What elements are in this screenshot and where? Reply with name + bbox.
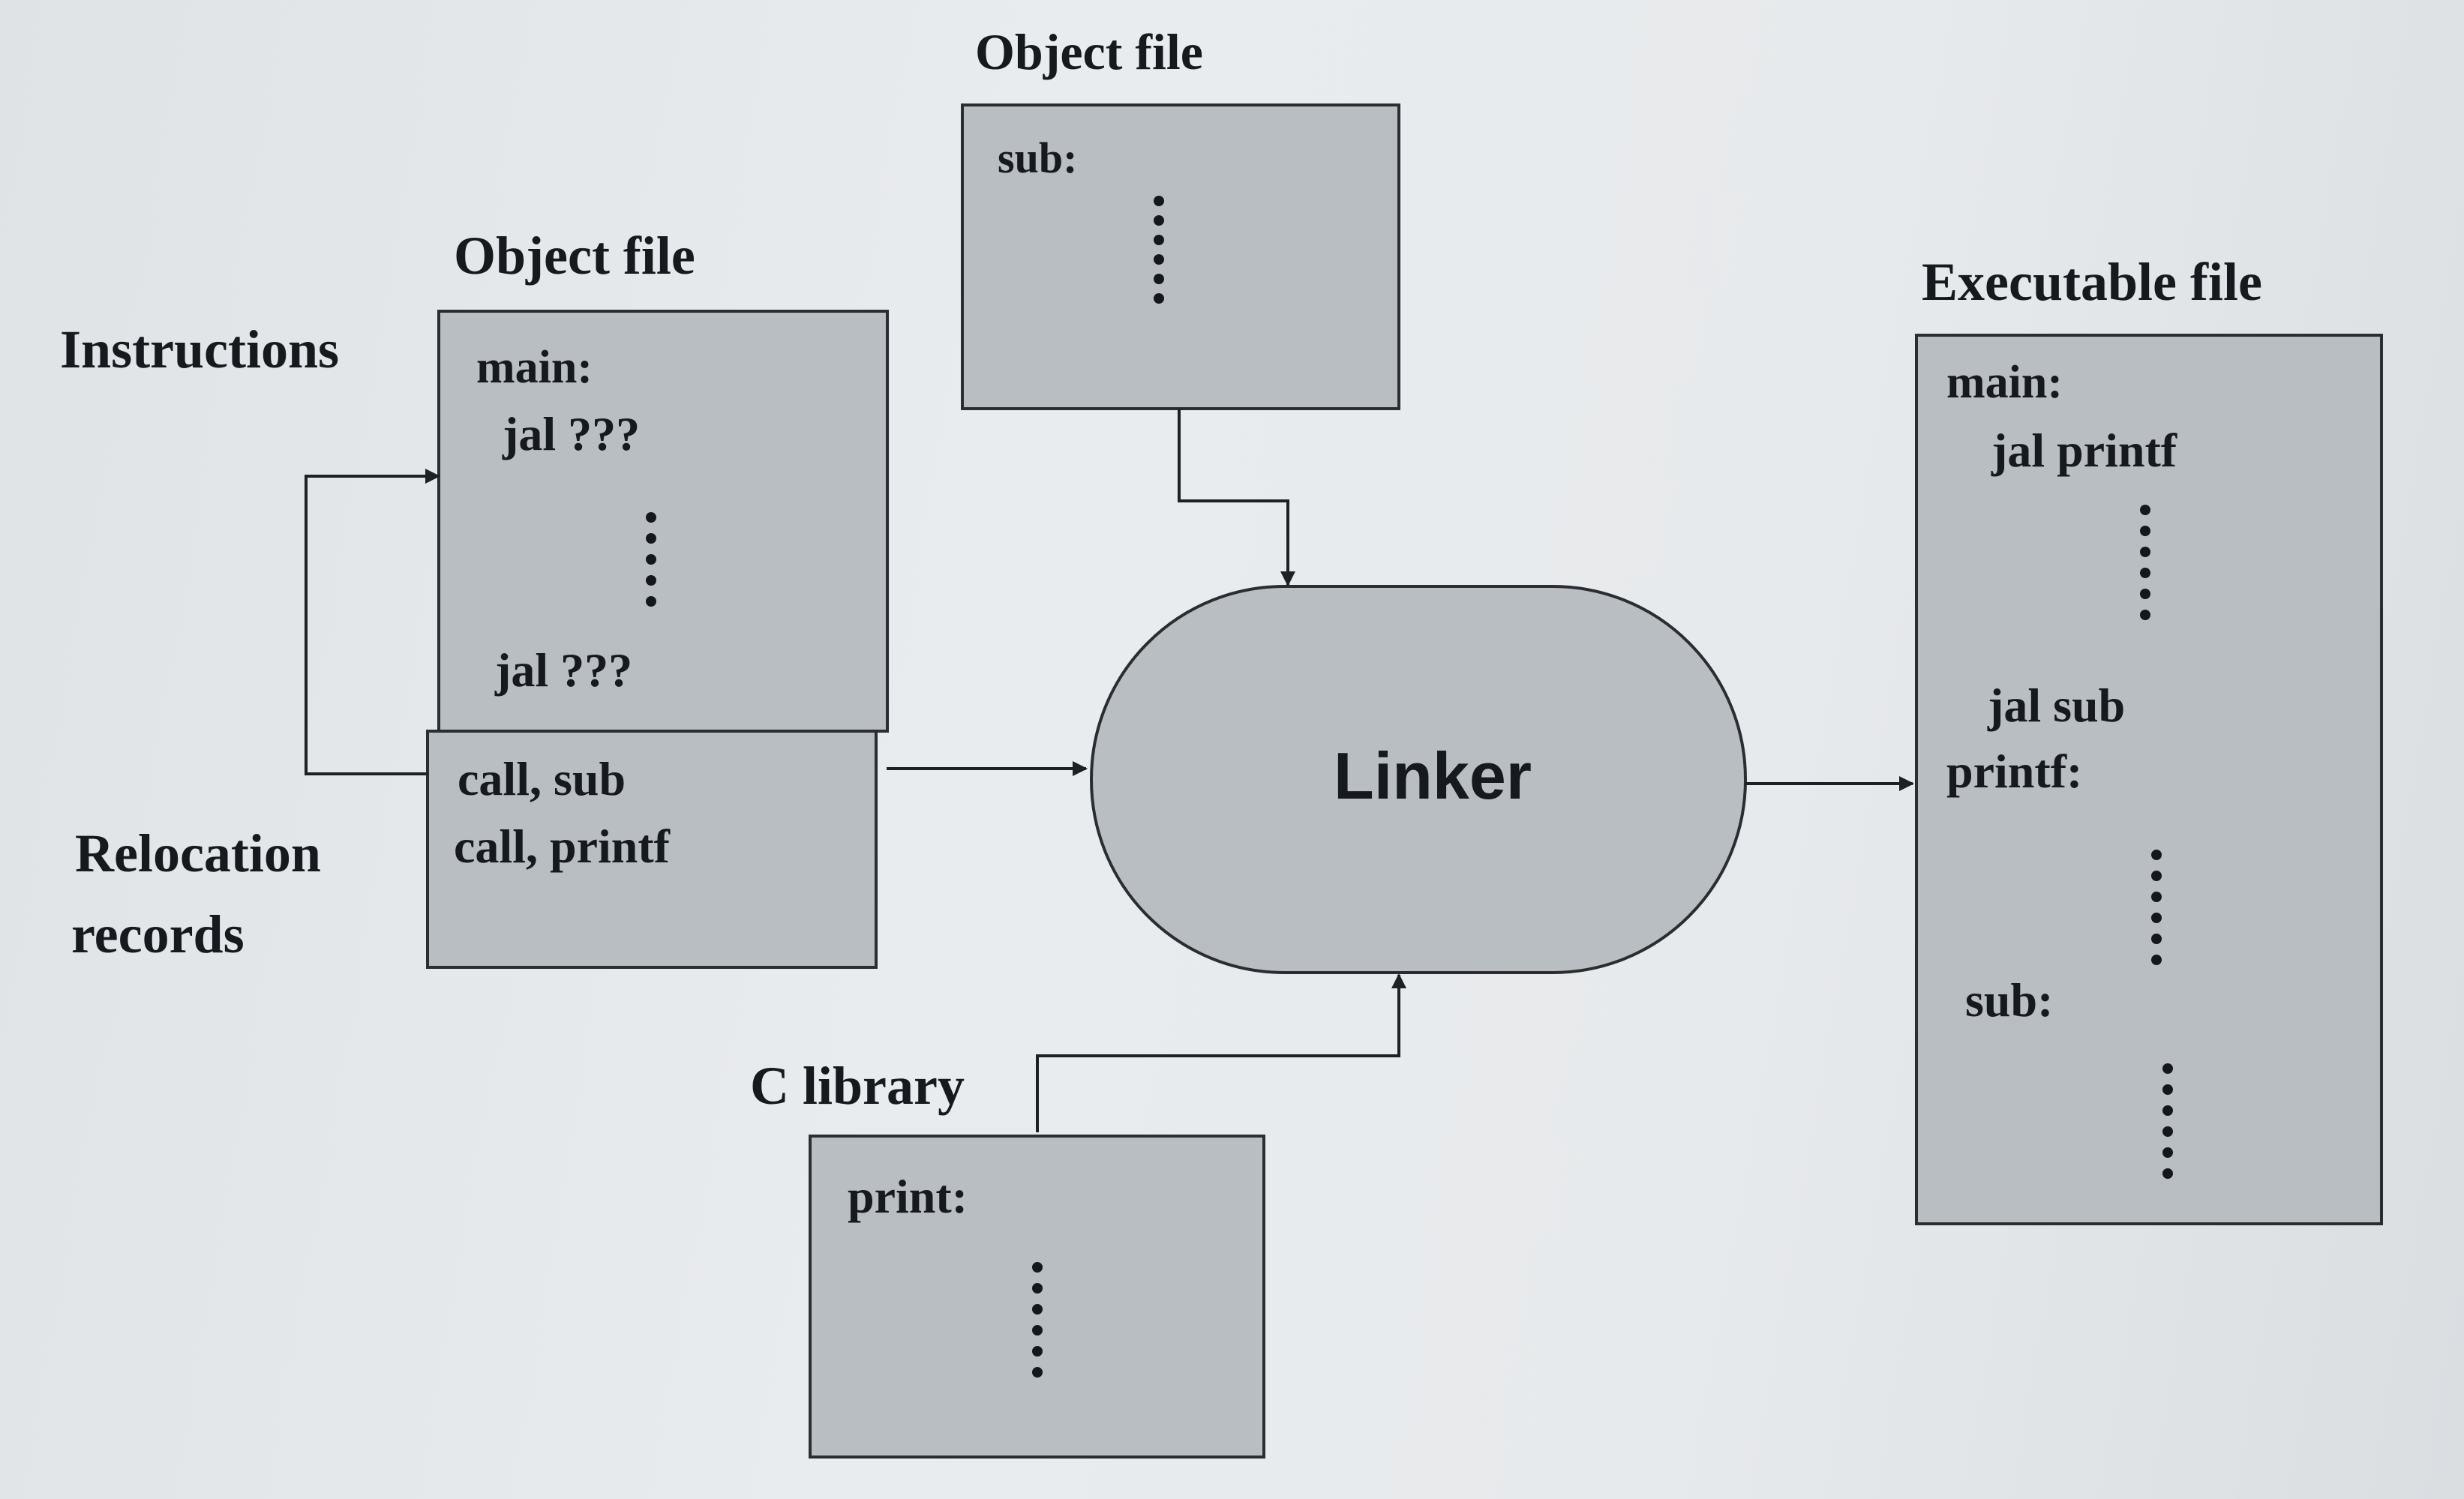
exec-jal-printf: jal printf xyxy=(1991,424,2177,477)
object-file-main-title: Object file xyxy=(454,226,695,286)
print-label: print: xyxy=(848,1170,968,1223)
executable-file-box xyxy=(1915,334,2383,1225)
object-file-main: Object file Instructions Relocation reco… xyxy=(60,226,889,969)
ellipsis-dots-exec-3 xyxy=(2162,1063,2173,1179)
ellipsis-dots-exec-2 xyxy=(2151,850,2162,965)
relocation-call-printf: call, printf xyxy=(454,820,671,873)
exec-jal-sub: jal sub xyxy=(1987,679,2125,732)
c-library-box xyxy=(809,1135,1265,1459)
executable-file: Executable file main: jal printf jal sub… xyxy=(1915,252,2383,1225)
jal-unknown-2: jal ??? xyxy=(494,643,632,697)
relocation-label-line2: records xyxy=(71,904,245,964)
jal-unknown-1: jal ??? xyxy=(502,407,640,460)
object-file-sub: Object file sub: xyxy=(961,23,1400,410)
ellipsis-dots-library xyxy=(1032,1262,1043,1378)
sub-label: sub: xyxy=(998,133,1077,182)
ellipsis-dots-exec-1 xyxy=(2140,505,2150,620)
sub-to-linker-arrow xyxy=(1178,409,1295,586)
instructions-label: Instructions xyxy=(60,319,339,379)
object-file-sub-title: Object file xyxy=(975,23,1203,80)
exec-printf-label: printf: xyxy=(1946,745,2082,798)
relocation-label-line1: Relocation xyxy=(75,823,321,883)
linker-shape xyxy=(1090,585,1747,974)
c-library: C library print: xyxy=(750,1056,1265,1459)
linker: Linker xyxy=(1090,585,1747,974)
linker-label: Linker xyxy=(1334,739,1532,813)
relocation-section xyxy=(426,730,878,969)
instructions-section xyxy=(437,310,889,733)
relocation-call-sub: call, sub xyxy=(458,752,626,805)
relocation-to-instructions-arrow xyxy=(305,469,440,775)
executable-file-title: Executable file xyxy=(1922,252,2262,312)
ellipsis-dots-main xyxy=(646,512,656,607)
ellipsis-dots-sub xyxy=(1154,196,1164,304)
c-library-title: C library xyxy=(750,1056,965,1116)
object-file-sub-box xyxy=(961,103,1400,410)
exec-main-label: main: xyxy=(1946,357,2063,408)
library-to-linker-arrow xyxy=(1036,973,1406,1132)
exec-sub-label: sub: xyxy=(1965,973,2053,1027)
main-label: main: xyxy=(476,342,593,393)
